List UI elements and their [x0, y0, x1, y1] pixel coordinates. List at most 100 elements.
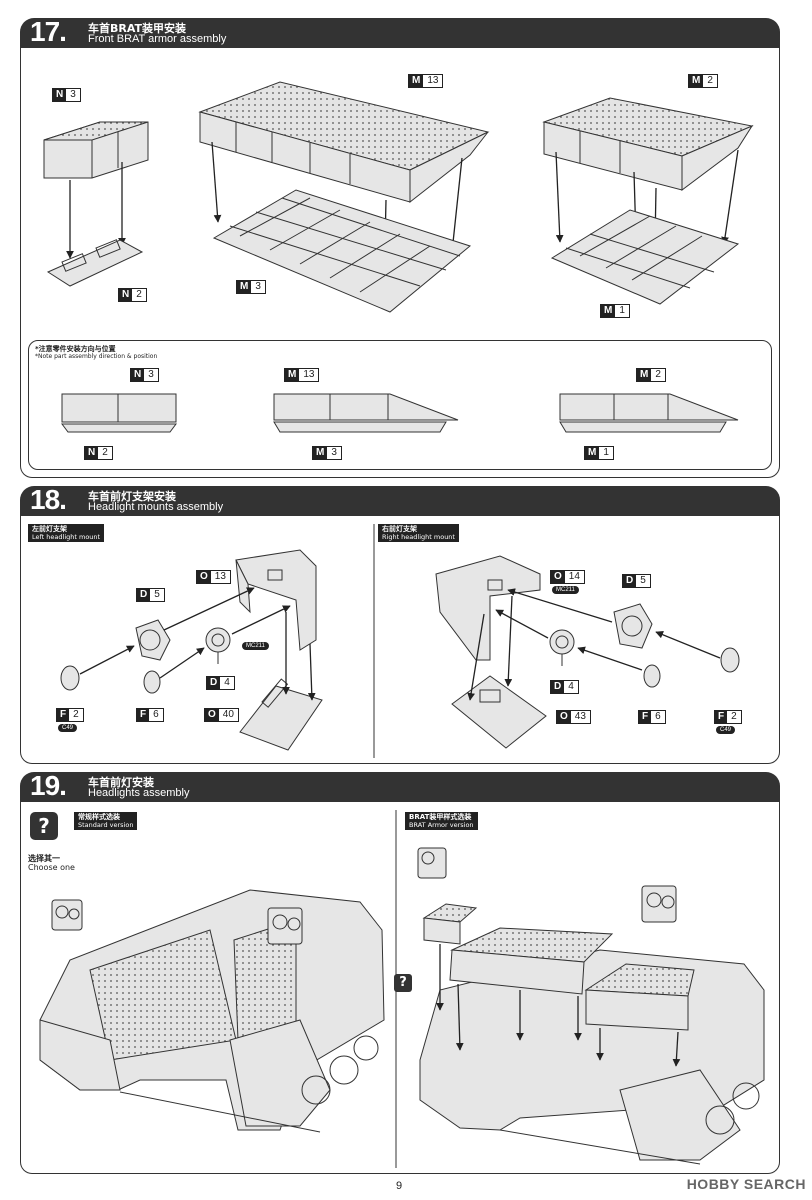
- vehicle-standard: [39, 889, 385, 1133]
- headlight-cluster-left: [51, 899, 83, 931]
- base-plate-o43: [451, 675, 547, 749]
- tag-zh: 右前灯支架: [382, 525, 417, 533]
- part-letter: D: [207, 677, 221, 689]
- lens-f2-left: [60, 665, 80, 691]
- part-letter: M: [409, 75, 424, 87]
- part-letter: M: [285, 369, 300, 381]
- brat-array-side: [584, 963, 695, 1031]
- step-title-en: Headlight mounts assembly: [88, 501, 224, 513]
- brat-box-small: [422, 903, 478, 945]
- part-number: 3: [148, 369, 154, 380]
- part-letter: F: [57, 709, 70, 721]
- paint-chip-mc211: MC211: [552, 586, 579, 594]
- headlight-mount-o14: [435, 555, 541, 661]
- part-letter: N: [53, 89, 67, 101]
- step-title-zh: 车首前灯安装: [88, 776, 154, 789]
- headlight-cluster-brat-right: [641, 885, 677, 923]
- part-letter: F: [137, 709, 150, 721]
- headlight-housing-d5: [135, 619, 171, 661]
- part-letter: N: [131, 369, 145, 381]
- tag-zh: BRAT装甲样式选装: [409, 813, 472, 821]
- lens-f6-right: [643, 664, 661, 688]
- part-letter: M: [689, 75, 704, 87]
- headlight-d4: [205, 627, 231, 664]
- part-number: 2: [655, 369, 661, 380]
- part-letter: D: [137, 589, 151, 601]
- lens-f2-right: [720, 647, 740, 673]
- tag-en: BRAT Armor version: [409, 821, 474, 829]
- part-letter: O: [197, 571, 211, 583]
- side-view-m13-m3: [273, 393, 459, 433]
- headlight-d4-right: [549, 629, 575, 666]
- note-zh: *注意零件安装方向与位置: [35, 345, 116, 353]
- step-number: 19.: [30, 770, 67, 801]
- part-number: 13: [214, 571, 226, 582]
- step-19-frame: [20, 802, 780, 1174]
- choose-one-label: 选择其一 Choose one: [28, 854, 75, 872]
- part-letter: M: [237, 281, 252, 293]
- part-letter: M: [313, 447, 328, 459]
- part-number: 6: [655, 711, 661, 722]
- part-number: 2: [707, 75, 713, 86]
- part-letter: M: [601, 305, 616, 317]
- brat-array-top: [449, 927, 614, 995]
- headlight-mount-o13: [235, 549, 317, 651]
- choose-en: Choose one: [28, 863, 75, 872]
- part-number: 14: [568, 571, 580, 582]
- part-number: 3: [70, 89, 76, 100]
- right-headlight-mount-tag: 右前灯支架 Right headlight mount: [378, 524, 459, 542]
- part-number: 4: [568, 681, 574, 692]
- step-title-en: Front BRAT armor assembly: [88, 33, 227, 45]
- step-18-header: 18. 车首前灯支架安装 Headlight mounts assembly: [20, 484, 780, 516]
- base-plate-o40: [239, 678, 323, 751]
- page-number: 9: [396, 1180, 403, 1192]
- step-18-frame: [20, 516, 780, 764]
- note-en: *Note part assembly direction & position: [35, 353, 158, 360]
- step-number: 18.: [30, 484, 67, 515]
- part-letter: O: [551, 571, 565, 583]
- part-number: 5: [640, 575, 646, 586]
- part-letter: N: [85, 447, 99, 459]
- tag-zh: 左前灯支架: [32, 525, 67, 533]
- part-number: 13: [427, 75, 439, 86]
- part-number: 3: [255, 281, 261, 292]
- tag-en: Left headlight mount: [32, 533, 101, 541]
- headlight-cluster-brat-left: [417, 847, 447, 879]
- armor-frame-m1: [550, 209, 740, 305]
- side-view-n3-n2: [61, 393, 177, 433]
- step-17-header: 17. 车首BRAT装甲安装 Front BRAT armor assembly: [20, 16, 780, 48]
- part-number: 1: [603, 447, 609, 458]
- armor-frame-n2: [46, 239, 144, 287]
- step-19-header: 19. 车首前灯安装 Headlights assembly: [20, 770, 780, 802]
- step-title-en: Headlights assembly: [88, 787, 190, 799]
- part-number: 3: [331, 447, 337, 458]
- standard-version-tag: 常规样式选装 Standard version: [74, 812, 138, 830]
- part-letter: D: [623, 575, 637, 587]
- side-view-m2-m1: [559, 393, 739, 433]
- part-letter: M: [637, 369, 652, 381]
- step-title-zh: 车首BRAT装甲安装: [88, 22, 187, 35]
- part-number: 2: [73, 709, 79, 720]
- armor-array-m13: [198, 81, 490, 204]
